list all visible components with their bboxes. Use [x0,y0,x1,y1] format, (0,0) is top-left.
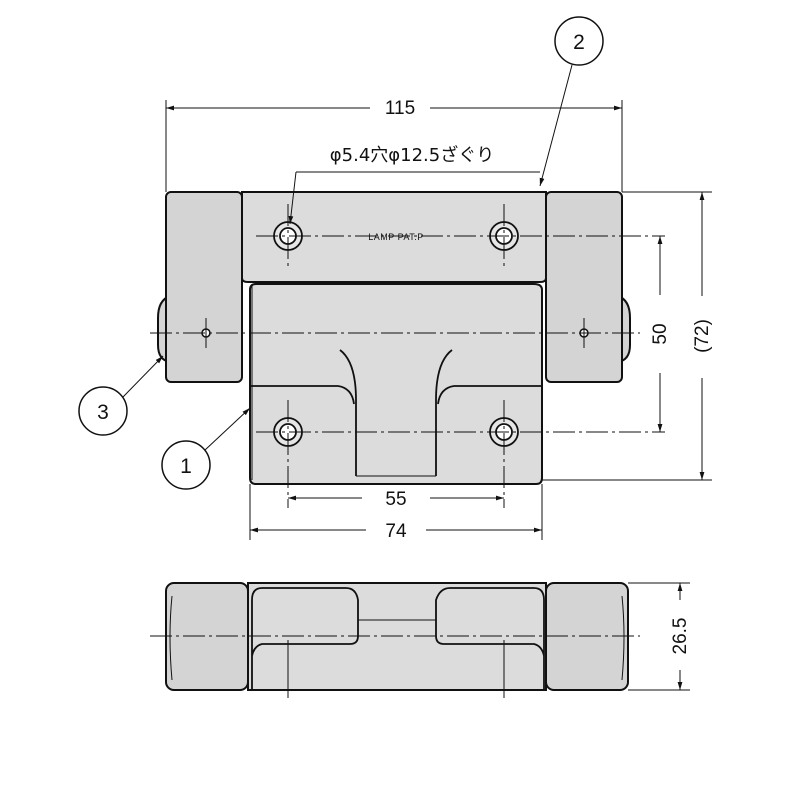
upper-leaf-plate [241,191,547,283]
svg-text:3: 3 [97,401,109,424]
dim-74-label: 74 [385,521,407,542]
side-left-pad [251,587,359,690]
svg-text:1: 1 [180,455,192,478]
left-knuckle-block [165,191,243,383]
dim-50-label: 50 [650,323,671,344]
dim-72-label: (72) [692,319,713,353]
dimension-thickness-26-5: 26.5 [628,582,691,691]
rib-left-step [250,385,355,405]
dim-26-5-label: 26.5 [670,618,691,655]
marking-text: LAMP PAT.P [368,232,424,242]
side-view [150,582,640,698]
lower-body [249,283,543,485]
dimension-overall-width: 115 [165,98,623,192]
hole-spec-label: φ5.4穴φ12.5ざぐり [330,144,494,166]
dim-55-label: 55 [385,489,406,510]
center-rib [339,349,453,476]
rib-right-step [437,385,542,405]
top-view: LAMP PAT.P [150,191,665,508]
side-right-knuckle-inner [621,595,625,681]
dimension-height-50: 50 [650,236,671,432]
side-left-knuckle-inner [169,595,173,681]
dimension-height-72: (72) [542,191,713,481]
balloon-1: 1 [161,407,251,490]
dim-115-label: 115 [385,98,415,119]
dimension-body-width-74: 74 [249,484,543,542]
svg-text:2: 2 [573,31,585,54]
balloon-3: 3 [78,355,164,436]
hole-spec-note: φ5.4穴φ12.5ざぐり [288,144,540,225]
balloon-2: 2 [539,16,604,187]
side-right-pad [435,587,545,690]
dimension-hole-pitch-55: 55 [288,489,504,510]
right-knuckle-block [545,191,623,383]
